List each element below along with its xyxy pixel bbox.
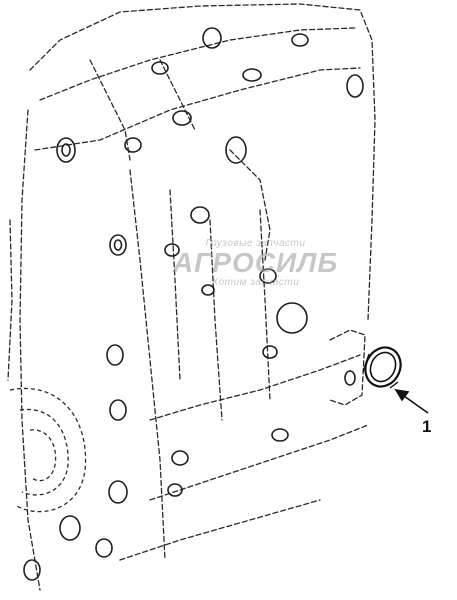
crankshaft-circle (9, 387, 87, 513)
seal-ring (362, 346, 402, 389)
engine-block-outline (7, 3, 376, 591)
callout-number: 1 (422, 417, 432, 436)
bolt-bosses (23, 27, 364, 581)
callout-arrow (394, 388, 429, 414)
